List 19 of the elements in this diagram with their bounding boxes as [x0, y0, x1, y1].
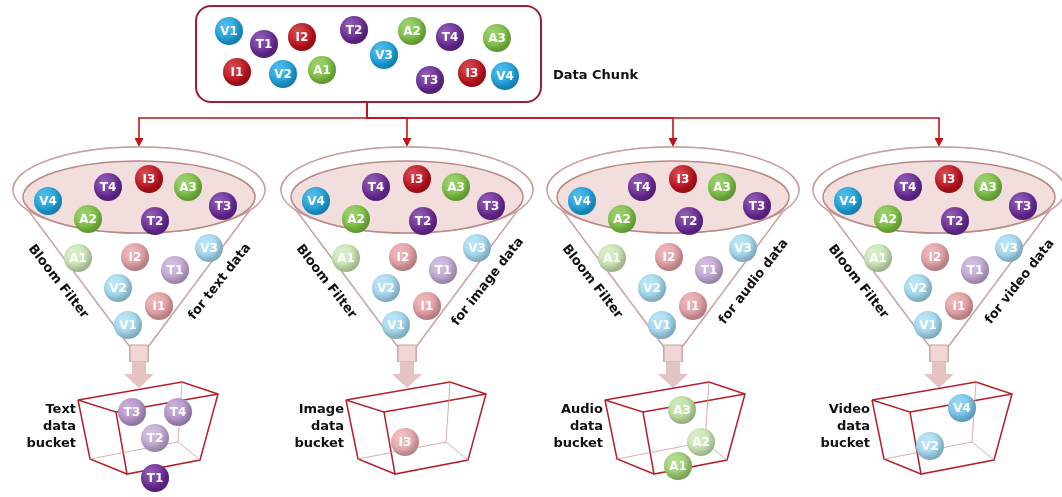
block-arrow — [924, 362, 954, 388]
data-ball: V2 — [916, 432, 944, 460]
bucket-label: Audio data bucket — [552, 400, 603, 451]
data-ball: T3 — [118, 398, 146, 426]
block-arrow — [124, 362, 154, 388]
bucket-label: Text data bucket — [25, 400, 76, 451]
data-ball: T4 — [164, 398, 192, 426]
data-ball: T2 — [141, 424, 169, 452]
data-ball: V4 — [948, 394, 976, 422]
chunk-label: Data Chunk — [553, 67, 639, 82]
data-ball: A3 — [668, 396, 696, 424]
block-arrow — [392, 362, 422, 388]
bucket-label: Image data bucket — [293, 400, 344, 451]
data-ball: T1 — [141, 464, 169, 492]
data-ball: A1 — [664, 452, 692, 480]
data-ball: I3 — [391, 428, 419, 456]
data-ball: A2 — [687, 428, 715, 456]
bucket-label: Video data bucket — [819, 400, 870, 451]
block-arrow — [658, 362, 688, 388]
